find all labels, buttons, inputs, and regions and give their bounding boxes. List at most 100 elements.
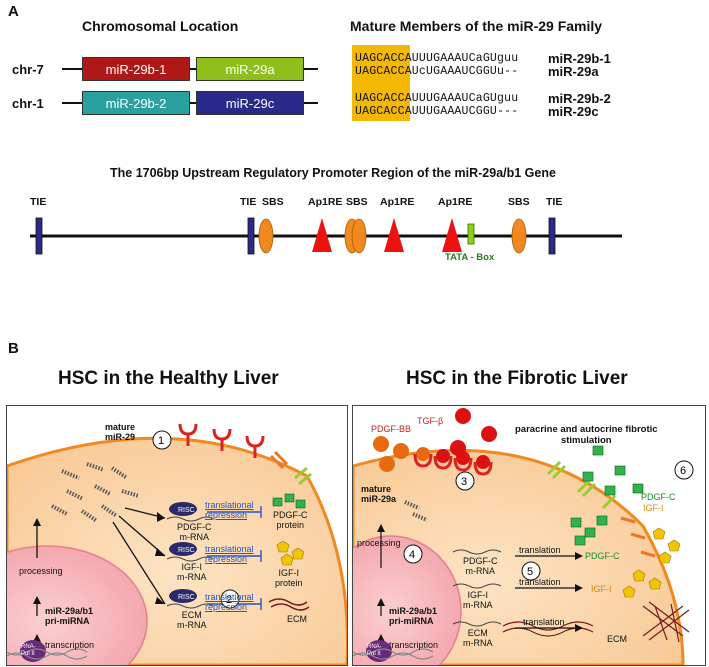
risc-label-2: RISC xyxy=(178,547,195,554)
chr7-line xyxy=(62,68,318,70)
name-mir29a: miR-29a xyxy=(548,64,599,79)
healthy-receptors xyxy=(178,423,265,458)
step-circle-1 xyxy=(152,430,172,450)
panel-b-letter: B xyxy=(8,340,19,357)
translation-arrows xyxy=(380,530,579,650)
sbs-label-2: SBS xyxy=(346,196,368,208)
risc-complex-1 xyxy=(169,502,197,516)
healthy-liver-panel: 1 2 RISC RISC RISC mature miR-29 process… xyxy=(6,405,348,666)
panel-a-letter: A xyxy=(8,3,19,20)
fibrotic-orange-receptors xyxy=(620,516,656,558)
healthy-arrowheads xyxy=(33,512,165,642)
ap1re-label-3: Ap1RE xyxy=(438,196,473,208)
fibrotic-title: HSC in the Fibrotic Liver xyxy=(406,368,628,389)
outer-pdgfc-label: PDGF-C xyxy=(641,492,676,502)
healthy-mature-mir-label: mature miR-29 xyxy=(105,422,136,442)
tie-label-2: TIE xyxy=(240,196,257,208)
step-number-3: 3 xyxy=(461,476,467,488)
healthy-dna xyxy=(7,648,88,660)
sbs-label-1: SBS xyxy=(262,196,284,208)
igf1-protein-3 xyxy=(280,553,294,566)
fibrotic-igf1-mrna-label: IGF-I m-RNA xyxy=(463,590,493,610)
name-mir29b1: miR-29b-1 xyxy=(548,51,611,66)
step-circle-3 xyxy=(455,471,475,491)
healthy-rna-pol xyxy=(20,640,46,662)
step-number-1: 1 xyxy=(158,435,164,447)
name-mir29c: miR-29c xyxy=(548,104,599,119)
fibrotic-cell-svg: 3 4 5 6 xyxy=(353,408,694,665)
fibrotic-mature-mir-label: mature miR-29a xyxy=(361,484,397,504)
healthy-orange-receptor xyxy=(269,450,289,470)
risc-complex-3 xyxy=(169,589,197,603)
sbs-marker-2b xyxy=(351,218,367,254)
healthy-ecm-mrna-label: ECM m-RNA xyxy=(177,610,207,630)
fibrotic-ecm-mrna-label: ECM m-RNA xyxy=(463,628,493,648)
healthy-pri-mirna-label: miR-29a/b1 pri-miRNA xyxy=(45,606,94,626)
fibrotic-processing-label: processing xyxy=(357,538,401,548)
step-number-6: 6 xyxy=(680,465,686,477)
promoter-diagram xyxy=(30,217,622,255)
fibrotic-pdgfc-label: PDGF-C xyxy=(585,551,620,561)
tie-marker-2 xyxy=(247,217,255,255)
healthy-transcription-label: transcription xyxy=(45,640,95,650)
translation-label-2: translation xyxy=(519,577,561,587)
igf1-protein-label: IGF-I protein xyxy=(275,568,303,588)
chromosomal-location-title: Chromosomal Location xyxy=(82,18,239,34)
pdgfbb-sphere-3 xyxy=(379,456,395,472)
risc-label-1: RISC xyxy=(178,507,195,514)
risc-complex-2 xyxy=(169,542,197,556)
ap1re-marker-3 xyxy=(442,218,462,252)
healthy-processing-label: processing xyxy=(19,566,63,576)
chr7-label: chr-7 xyxy=(12,62,44,77)
chr1-label: chr-1 xyxy=(12,96,44,111)
tie-marker-1 xyxy=(35,217,43,255)
igf1-protein-1 xyxy=(276,540,290,553)
outer-igf1-label: IGF-I xyxy=(643,503,664,513)
healthy-rna-pol-label: RNA- Pol II xyxy=(21,644,36,657)
step-circle-2 xyxy=(220,589,240,609)
healthy-ecm-fibers xyxy=(268,598,310,611)
pdgfc-protein-1 xyxy=(272,497,283,507)
step-circle-4 xyxy=(403,544,423,564)
sbs-label-3: SBS xyxy=(508,196,530,208)
healthy-green-receptor xyxy=(294,466,312,486)
sequence-mir29c: UAGCACCAUUUGAAAUCGGU--- xyxy=(355,105,519,118)
fibrotic-mirna-strands xyxy=(404,500,428,522)
healthy-cell-svg: 1 2 RISC RISC RISC xyxy=(7,423,347,665)
healthy-nucleus xyxy=(7,545,148,665)
chr1-line xyxy=(62,102,318,104)
risc-label-3: RISC xyxy=(178,594,195,601)
fibrotic-ecm-label: ECM xyxy=(607,634,627,644)
paracrine-label: paracrine and autocrine fibrotic stimula… xyxy=(515,424,658,446)
step-circle-5 xyxy=(521,561,541,581)
fibrotic-mrna-strands xyxy=(452,549,502,627)
fibrotic-green-receptors xyxy=(546,460,617,510)
translation-arrowheads xyxy=(377,524,583,642)
gene-mir29c: miR-29c xyxy=(196,91,304,115)
sbs-marker-1 xyxy=(258,218,274,254)
mature-members-title: Mature Members of the miR-29 Family xyxy=(350,18,603,34)
pdgfbb-sphere-2 xyxy=(393,443,409,459)
tgfb-sphere-2 xyxy=(481,426,497,442)
pdgfc-protein-3 xyxy=(295,499,306,509)
step-number-2: 2 xyxy=(226,594,232,606)
tata-box-marker xyxy=(467,223,475,245)
healthy-igf1-mrna-label: IGF-I m-RNA xyxy=(177,562,207,582)
pdgfbb-sphere-1 xyxy=(373,436,389,452)
healthy-pdgfc-mrna-label: PDGF-C m-RNA xyxy=(177,522,212,542)
ap1re-label-1: Ap1RE xyxy=(308,196,343,208)
promoter-title: The 1706bp Upstream Regulatory Promoter … xyxy=(110,166,556,180)
fibrotic-nucleus xyxy=(353,535,462,665)
tie-label-1: TIE xyxy=(30,196,47,208)
seed-region-highlight xyxy=(352,45,410,121)
step-number-4: 4 xyxy=(409,549,415,561)
fibrotic-igf1-label: IGF-I xyxy=(591,584,612,594)
fibrotic-receptors xyxy=(413,453,493,476)
fibrotic-pdgfc-boxes xyxy=(570,445,644,546)
tie-label-3: TIE xyxy=(546,196,563,208)
fibrotic-bound-receptors xyxy=(416,447,490,469)
pdgfc-protein-label: PDGF-C protein xyxy=(273,510,308,530)
ap1re-marker-1 xyxy=(312,218,332,252)
translation-label-3: translation xyxy=(523,617,565,627)
fibrotic-rna-pol xyxy=(366,640,392,662)
